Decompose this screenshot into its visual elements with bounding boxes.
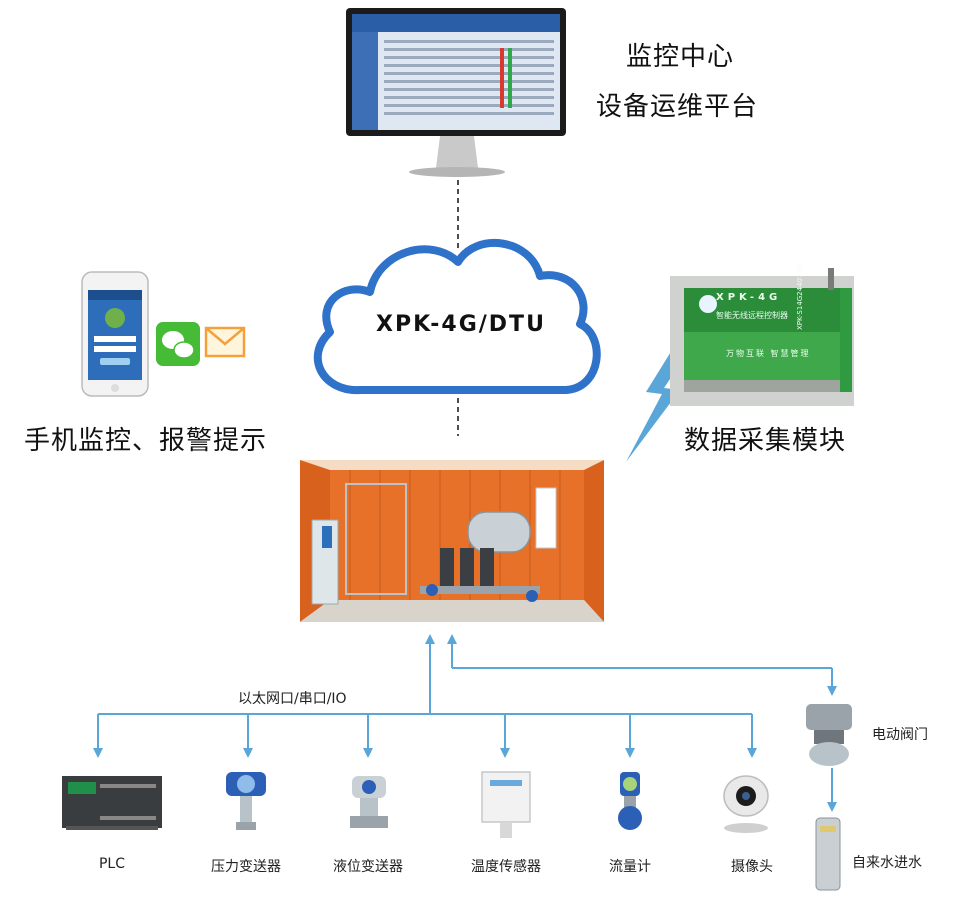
temperature-sensor-icon: [481, 771, 531, 838]
valve-label: 电动阀门: [872, 727, 928, 743]
device-label-plc: PLC: [98, 856, 126, 872]
cloud-shape: [313, 238, 601, 395]
device-label-temperature: 温度传感器: [471, 859, 541, 875]
arrow-heads: [93, 634, 837, 812]
module-slogan: 万物互联 智慧管理: [726, 349, 811, 358]
module-serial: XPK-S14G2440720: [796, 264, 804, 330]
wechat-icon: [156, 322, 200, 366]
device-label-level: 液位变送器: [333, 859, 403, 875]
level-transmitter-icon: [350, 776, 388, 828]
module-subtitle: 智能无线远程控制器: [716, 311, 788, 320]
mail-icon: [204, 326, 246, 358]
electric-valve-icon: [806, 704, 852, 766]
lightning-icon: [626, 350, 688, 462]
monitor-center-title: 监控中心: [626, 42, 735, 72]
water-label: 自来水进水: [852, 855, 922, 871]
module-brand: XPK-4G: [716, 292, 782, 303]
mobile-caption: 手机监控、报警提示: [24, 426, 268, 456]
module-device-icon: [670, 268, 854, 406]
device-label-flowmeter: 流量计: [609, 859, 651, 875]
device-label-camera: 摄像头: [731, 859, 773, 875]
device-label-pressure: 压力变送器: [211, 859, 281, 875]
pump-room-image: [300, 460, 604, 622]
bus-label: 以太网口/串口/IO: [238, 691, 347, 707]
flowmeter-icon: [618, 772, 642, 830]
phone-icon: [81, 271, 149, 397]
camera-icon: [723, 775, 769, 833]
water-pump-icon: [815, 817, 841, 891]
module-caption: 数据采集模块: [684, 426, 847, 456]
plc-icon: [62, 776, 162, 830]
monitor-icon: [346, 8, 566, 177]
ops-platform-title: 设备运维平台: [596, 92, 759, 122]
bus-lines: [97, 640, 833, 806]
pressure-transmitter-icon: [226, 772, 266, 830]
